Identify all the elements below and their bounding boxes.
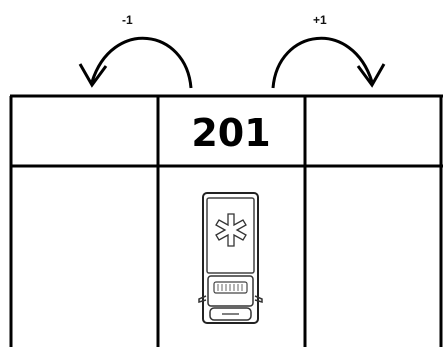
left-arrow-curve	[90, 36, 193, 89]
parking-grid	[9, 94, 443, 347]
left-arrow-head	[78, 63, 108, 88]
right-arrow: +1	[271, 13, 386, 89]
left-arrow-label: -1	[122, 13, 133, 27]
ambulance-right-mirror	[254, 295, 263, 303]
right-arrow-head	[356, 63, 386, 88]
star-of-life-icon	[215, 213, 247, 247]
right-arrow-label: +1	[313, 13, 327, 27]
space-number: 201	[191, 111, 270, 155]
left-arrow: -1	[78, 13, 193, 89]
ambulance-left-mirror	[198, 295, 207, 303]
ambulance-top-view-icon	[198, 192, 263, 324]
right-arrow-curve	[271, 36, 374, 89]
